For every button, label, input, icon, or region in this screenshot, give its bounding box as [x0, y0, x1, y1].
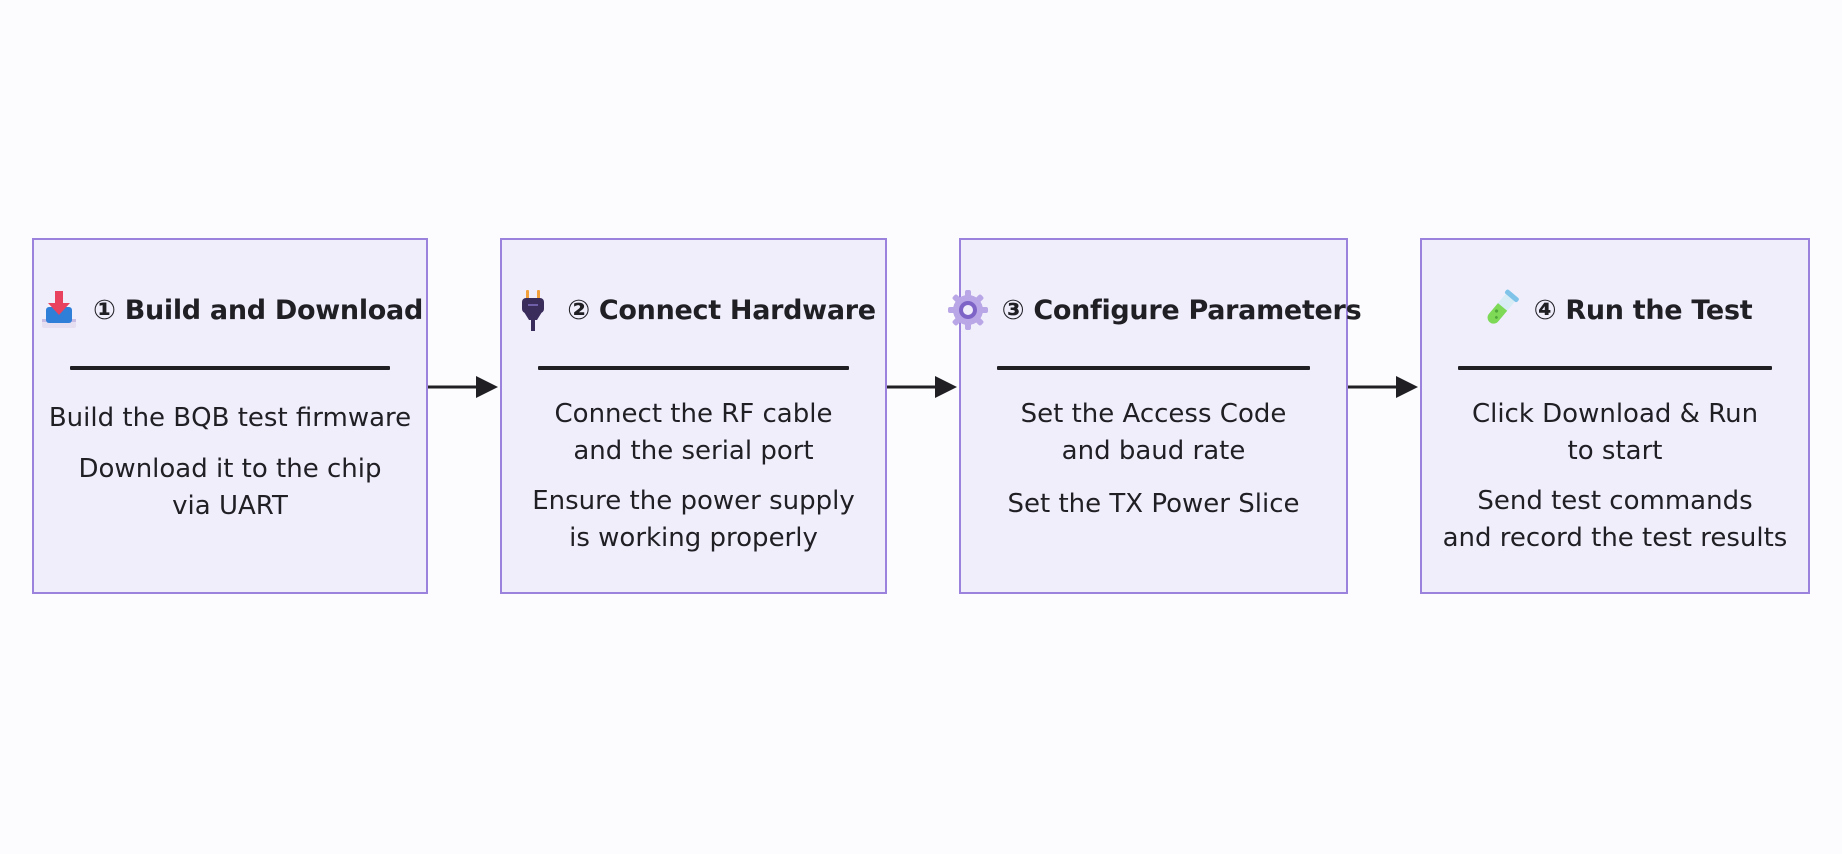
step-description: Connect the RF cable and the serial port…	[502, 396, 885, 571]
step-title-row: ④ Run the Test	[1422, 288, 1808, 332]
step-title-row: ① Build and Download	[34, 288, 426, 332]
step-box-build-and-download: ① Build and Download Build the BQB test …	[32, 238, 428, 594]
step-box-connect-hardware: ② Connect Hardware Connect the RF cable …	[500, 238, 887, 594]
step-description: Build the BQB test firmware Download it …	[34, 400, 426, 539]
step-title-row: ② Connect Hardware	[502, 288, 885, 332]
arrow-connector	[887, 376, 957, 398]
arrow-connector	[428, 376, 498, 398]
gear-icon	[946, 288, 990, 332]
step-title: ② Connect Hardware	[567, 294, 876, 326]
description-line: Download it to the chip via UART	[78, 454, 382, 521]
description-line: Send test commands and record the test r…	[1442, 486, 1788, 553]
step-title: ③ Configure Parameters	[1001, 294, 1362, 326]
description-line: Click Download & Run to start	[1471, 399, 1759, 466]
test-tube-icon	[1478, 288, 1522, 332]
description-line: Ensure the power supply is working prope…	[532, 486, 855, 553]
step-box-run-the-test: ④ Run the Test Click Download & Run to s…	[1420, 238, 1810, 594]
divider	[1458, 366, 1772, 370]
description-line: Build the BQB test firmware	[48, 403, 412, 433]
step-title: ① Build and Download	[93, 294, 423, 326]
description-line: Set the Access Code and baud rate	[1020, 399, 1287, 466]
download-icon	[37, 288, 81, 332]
divider	[70, 366, 390, 370]
divider	[538, 366, 849, 370]
step-description: Set the Access Code and baud rate Set th…	[961, 396, 1346, 537]
step-description: Click Download & Run to start Send test …	[1422, 396, 1808, 571]
step-title-row: ③ Configure Parameters	[947, 288, 1362, 332]
step-box-configure-parameters: ③ Configure Parameters Set the Access Co…	[947, 238, 1362, 594]
divider	[997, 366, 1310, 370]
step-title: ④ Run the Test	[1533, 294, 1753, 326]
description-line: Connect the RF cable and the serial port	[554, 399, 833, 466]
description-line: Set the TX Power Slice	[1007, 489, 1300, 519]
arrow-connector	[1348, 376, 1418, 398]
plug-icon	[511, 288, 555, 332]
